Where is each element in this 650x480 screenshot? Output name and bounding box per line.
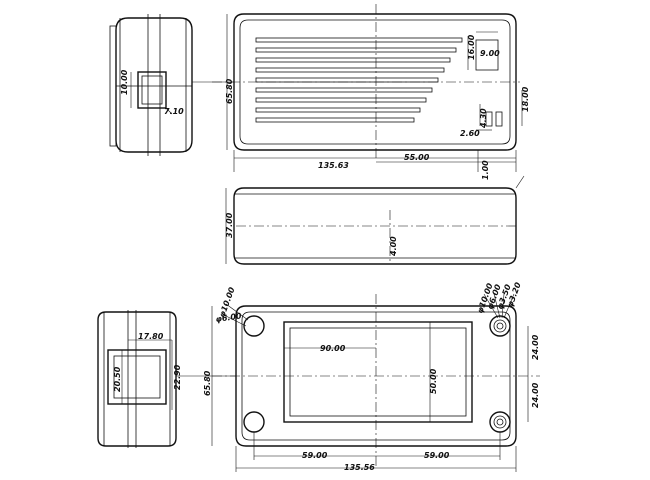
dim-135-56: 135.56 xyxy=(344,463,375,472)
dim-37-00: 37.00 xyxy=(225,212,234,238)
dim-65-80-top: 65.80 xyxy=(225,78,234,104)
dim-9-00: 9.00 xyxy=(480,49,500,58)
dim-20-50: 20.50 xyxy=(113,366,122,392)
dim-10-00-end: 10.00 xyxy=(120,69,129,95)
dim-59-00-right: 59.00 xyxy=(424,451,450,460)
dim-18-00: 18.00 xyxy=(521,86,530,112)
end-view-bottom: 17.80 20.50 22.90 xyxy=(97,310,182,448)
dim-65-80-bottom: 65.80 xyxy=(203,370,212,396)
dim-phi6-left: φ6.00 xyxy=(215,311,242,324)
dim-24-00-lower: 24.00 xyxy=(531,382,540,408)
dim-16-00: 16.00 xyxy=(467,34,476,60)
dim-55-00: 55.00 xyxy=(404,153,430,162)
bottom-view: φ10.00 φ6.00 φ10.00 φ6.00 φ3.50 φ3.20 90… xyxy=(203,281,540,472)
dim-17-80: 17.80 xyxy=(138,332,164,341)
side-view: 37.00 4.00 xyxy=(225,187,517,265)
end-view-top: 10.00 7.10 xyxy=(109,14,193,156)
dim-2-60: 2.60 xyxy=(460,129,480,138)
dim-7-10: 7.10 xyxy=(164,107,184,116)
dim-1-00: 1.00 xyxy=(481,160,490,180)
dim-22-90: 22.90 xyxy=(173,364,182,390)
dim-24-00-upper: 24.00 xyxy=(531,334,540,360)
dim-4-30: 4.30 xyxy=(479,108,488,129)
vent-slots xyxy=(255,37,463,123)
dim-4-00: 4.00 xyxy=(389,236,398,257)
dim-59-00-left: 59.00 xyxy=(302,451,328,460)
projection-lines xyxy=(176,81,525,377)
top-view: 65.80 135.63 55.00 16.00 9.00 18.00 4.30… xyxy=(212,4,530,180)
dim-50-00: 50.00 xyxy=(429,368,438,394)
dim-135-63: 135.63 xyxy=(318,161,349,170)
dim-90-00: 90.00 xyxy=(320,344,346,353)
